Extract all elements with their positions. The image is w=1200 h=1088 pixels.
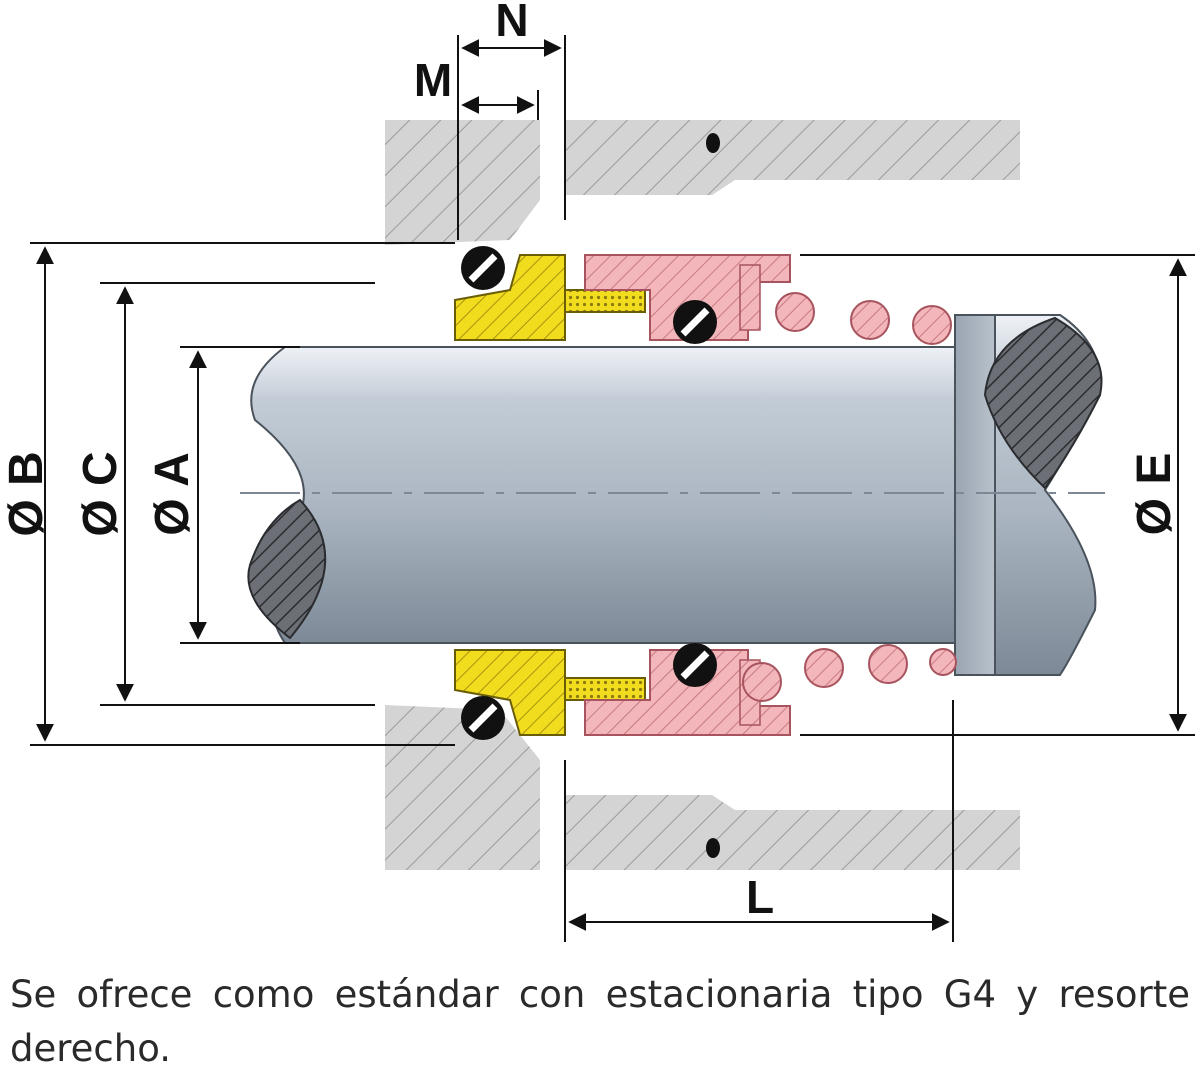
shaft-section-left <box>247 498 327 640</box>
housing-bolt-hole-bottom <box>706 838 720 858</box>
shaft <box>240 314 1105 676</box>
shaft-section-right <box>983 316 1103 490</box>
mechanical-seal-diagram: N M L Ø B Ø C Ø A Ø E <box>0 0 1195 942</box>
spring <box>742 292 957 702</box>
seal-face-bottom <box>564 677 646 701</box>
dimension-label-l: L <box>746 871 774 923</box>
o-rings <box>461 246 717 740</box>
seal-face-top <box>564 289 646 313</box>
stationary-seat <box>454 254 646 736</box>
dimension-label-a: Ø A <box>146 452 199 536</box>
housing-bolt-hole-top <box>706 133 720 153</box>
shaft-sleeve <box>954 314 996 676</box>
dimension-lines <box>30 35 1195 942</box>
housing-top <box>385 120 1020 245</box>
dimension-label-m: M <box>414 54 452 106</box>
caption-text: Se ofrece como estándar con estacionaria… <box>10 973 1190 1070</box>
dimension-label-e: Ø E <box>1128 453 1181 536</box>
dimension-label-b: Ø B <box>0 451 53 536</box>
housing-bottom <box>385 705 1020 870</box>
dimension-label-c: Ø C <box>74 451 127 536</box>
dimension-label-n: N <box>495 0 528 46</box>
rotary-head <box>584 254 791 736</box>
